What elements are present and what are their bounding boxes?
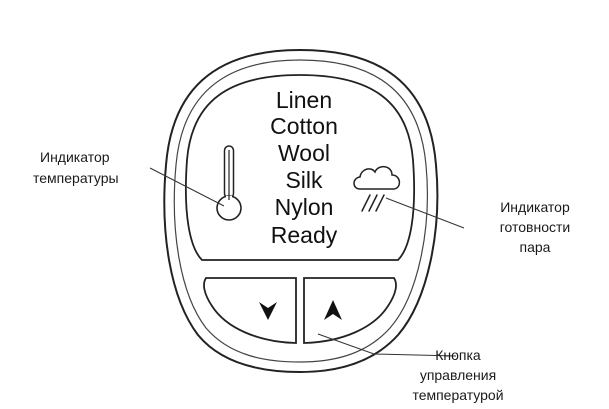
arrow-down-icon: [259, 302, 277, 320]
fabric-silk: Silk: [285, 167, 323, 193]
arrow-up-icon: [324, 300, 342, 320]
temperature-up-button[interactable]: [303, 277, 397, 344]
fabric-linen: Linen: [276, 87, 332, 113]
steam-indicator-label-line1: Индикатор: [500, 199, 570, 215]
temperature-button-label-line2: управления: [420, 367, 496, 383]
display-window: [184, 74, 416, 261]
thermometer-icon: [216, 145, 242, 221]
fabric-nylon: Nylon: [275, 194, 334, 220]
fabric-wool: Wool: [278, 140, 330, 166]
temperature-indicator-label-line2: температуры: [33, 170, 119, 186]
temperature-indicator-label-line1: Индикатор: [40, 149, 110, 165]
fabric-cotton: Cotton: [270, 113, 338, 139]
steam-indicator-label-line3: пара: [520, 239, 551, 255]
temperature-button-leader: [317, 333, 457, 357]
fabric-ready: Ready: [271, 222, 338, 248]
steam-indicator-leader: [385, 197, 465, 229]
temperature-button-label-line1: Кнопка: [435, 347, 481, 363]
temperature-down-button[interactable]: [203, 277, 297, 344]
temperature-indicator-leader: [149, 167, 225, 207]
panel-inner-rim: [173, 59, 428, 363]
steam-cloud-icon: [353, 166, 401, 212]
temperature-button-label-line3: температурой: [412, 387, 503, 403]
steam-indicator-label-line2: готовности: [500, 219, 571, 235]
